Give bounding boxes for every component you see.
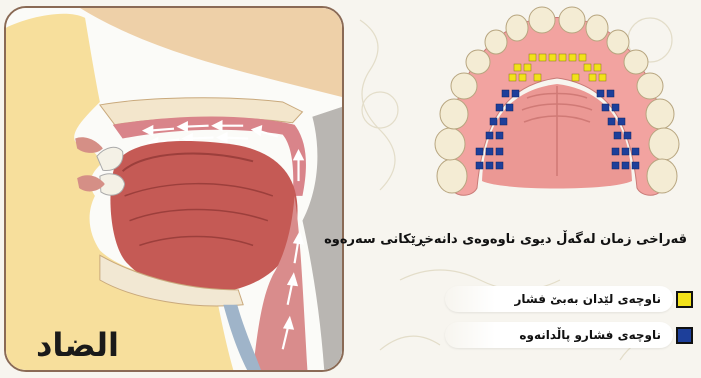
diagram-title: قەراخی زمان لەگەڵ دیوی ناوەوەی دانەخڕێکا… <box>324 232 687 247</box>
legend-swatch-yellow <box>676 291 693 308</box>
legend-label-1: ناوچەی لێدان بەبێ فشار <box>514 292 661 306</box>
letter-label: الضاد <box>36 326 119 364</box>
vocal-tract-cross-section: الضاد <box>4 6 344 372</box>
legend-label-2: ناوچەی فشارو پاڵدانەوە <box>519 328 661 342</box>
legend-swatch-blue <box>676 327 693 344</box>
upper-palate-diagram <box>432 6 682 204</box>
